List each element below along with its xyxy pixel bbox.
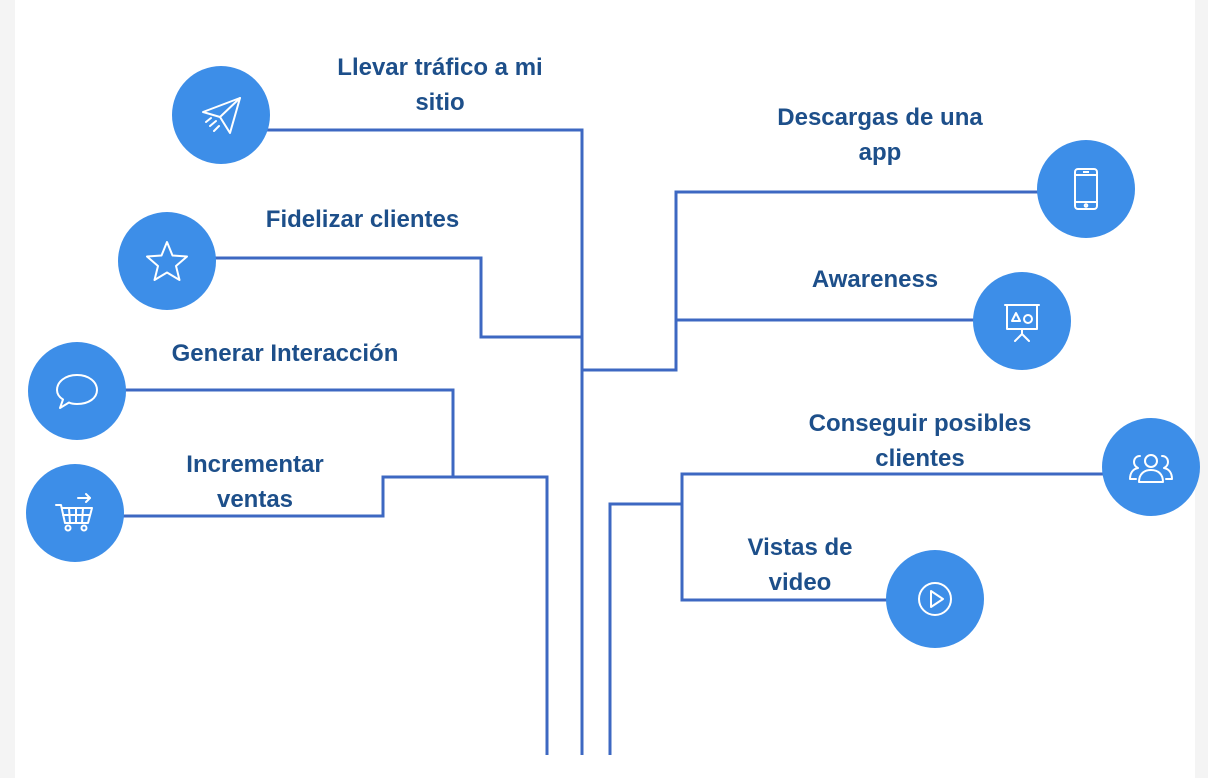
label-leads: Conseguir posibles clientes xyxy=(808,410,1032,472)
star-icon xyxy=(146,241,188,281)
connector-loyalty xyxy=(200,256,582,339)
node-app-installs xyxy=(1037,140,1135,238)
label-traffic: Llevar tráfico a mi sitio xyxy=(337,54,543,116)
presentation-board-icon xyxy=(1004,304,1040,342)
connector-engagement xyxy=(110,388,455,477)
node-engagement xyxy=(28,342,126,440)
label-video-views: Vistas de video xyxy=(747,534,853,596)
label-sales: Incrementar ventas xyxy=(186,451,324,513)
smartphone-icon xyxy=(1074,168,1098,210)
node-leads xyxy=(1102,418,1200,516)
connector-app-installs xyxy=(582,190,1040,372)
play-button-icon xyxy=(918,582,952,616)
node-traffic xyxy=(172,66,270,164)
speech-bubble-icon xyxy=(56,374,98,409)
node-video-views xyxy=(886,550,984,648)
node-awareness xyxy=(973,272,1071,370)
node-sales xyxy=(26,464,124,562)
node-loyalty xyxy=(118,212,216,310)
connector-video-views xyxy=(680,474,895,602)
paper-plane-icon xyxy=(202,97,241,134)
label-engagement: Generar Interacción xyxy=(171,340,399,367)
connector-traffic xyxy=(250,128,584,755)
people-group-icon xyxy=(1129,454,1173,483)
connector-leads xyxy=(608,472,1110,755)
label-loyalty: Fidelizar clientes xyxy=(265,206,460,233)
connector-sales xyxy=(110,475,549,755)
label-app-installs: Descargas de una app xyxy=(777,104,983,166)
label-awareness: Awareness xyxy=(811,266,939,293)
shopping-cart-icon xyxy=(55,493,93,532)
